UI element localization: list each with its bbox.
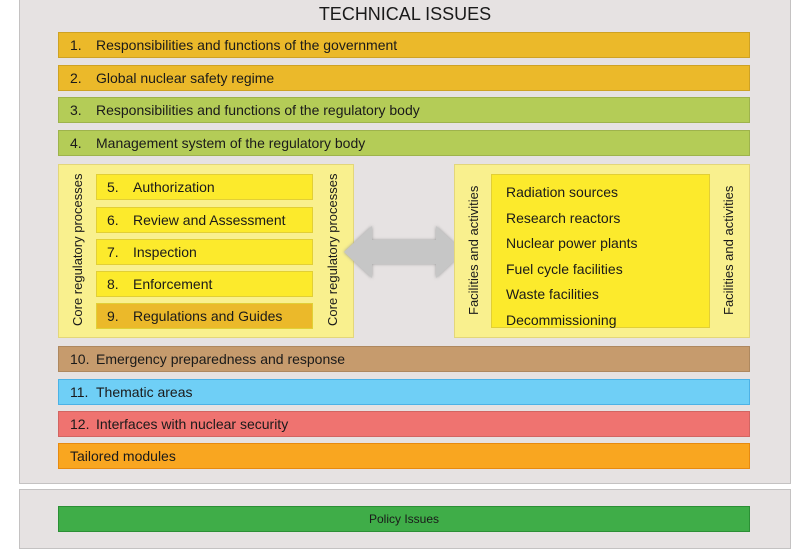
item-number: 9.	[107, 308, 119, 324]
facility-item: Research reactors	[506, 209, 621, 226]
item-label: Authorization	[133, 179, 215, 195]
bar-3: 3. Responsibilities and functions of the …	[58, 97, 750, 123]
bar-label: Management system of the regulatory body	[96, 135, 366, 151]
facility-item: Decommissioning	[506, 311, 617, 328]
bar-12: 12. Interfaces with nuclear security	[58, 411, 750, 437]
core-side-label-right: Core regulatory processes	[325, 173, 340, 327]
bar-label: Responsibilities and functions of the go…	[96, 37, 398, 53]
item-number: 6.	[107, 212, 119, 228]
bar-number: 1.	[70, 37, 82, 53]
bar-number: 10.	[70, 351, 90, 367]
bar-number: 3.	[70, 102, 82, 118]
facility-item: Nuclear power plants	[506, 235, 638, 252]
item-label: Inspection	[133, 244, 197, 260]
bar-number: 12.	[70, 416, 90, 432]
bar-2: 2. Global nuclear safety regime	[58, 65, 750, 91]
facilities-side-label-left: Facilities and activities	[466, 185, 481, 315]
core-item-7: 7. Inspection	[96, 239, 313, 265]
double-arrow-icon	[344, 226, 464, 278]
core-item-9: 9. Regulations and Guides	[96, 303, 313, 329]
bar-label: Thematic areas	[96, 384, 193, 400]
policy-issues-bar: Policy Issues	[58, 506, 750, 532]
bar-number: 2.	[70, 70, 82, 86]
bar-10: 10. Emergency preparedness and response	[58, 346, 750, 372]
core-item-8: 8. Enforcement	[96, 271, 313, 297]
bar-11: 11. Thematic areas	[58, 379, 750, 405]
item-label: Regulations and Guides	[133, 308, 283, 324]
core-item-5: 5. Authorization	[96, 174, 313, 200]
core-item-6: 6. Review and Assessment	[96, 207, 313, 233]
bar-label: Tailored modules	[70, 448, 176, 464]
bar-label: Responsibilities and functions of the re…	[96, 102, 420, 118]
bar-4: 4. Management system of the regulatory bo…	[58, 130, 750, 156]
item-label: Review and Assessment	[133, 212, 286, 228]
bar-number: 11.	[70, 384, 89, 400]
technical-issues-title: TECHNICAL ISSUES	[318, 4, 492, 24]
facility-item: Radiation sources	[506, 184, 619, 200]
core-side-label-left: Core regulatory processes	[70, 173, 85, 327]
policy-issues-label: Policy Issues	[368, 512, 440, 526]
item-number: 7.	[107, 244, 119, 260]
facilities-side-label-right: Facilities and activities	[721, 185, 736, 315]
item-number: 5.	[107, 179, 119, 195]
bar-label: Interfaces with nuclear security	[96, 416, 289, 432]
bar-tailored-modules: Tailored modules	[58, 443, 750, 469]
item-label: Enforcement	[133, 276, 213, 292]
facilities-list: Radiation sources Research reactors Nucl…	[491, 174, 710, 328]
item-number: 8.	[107, 276, 119, 292]
facility-item: Waste facilities	[506, 286, 599, 303]
bar-label: Emergency preparedness and response	[96, 351, 346, 367]
bar-1: 1. Responsibilities and functions of the …	[58, 32, 750, 58]
bar-label: Global nuclear safety regime	[96, 70, 275, 86]
facility-item: Fuel cycle facilities	[506, 260, 623, 277]
bar-number: 4.	[70, 135, 82, 151]
